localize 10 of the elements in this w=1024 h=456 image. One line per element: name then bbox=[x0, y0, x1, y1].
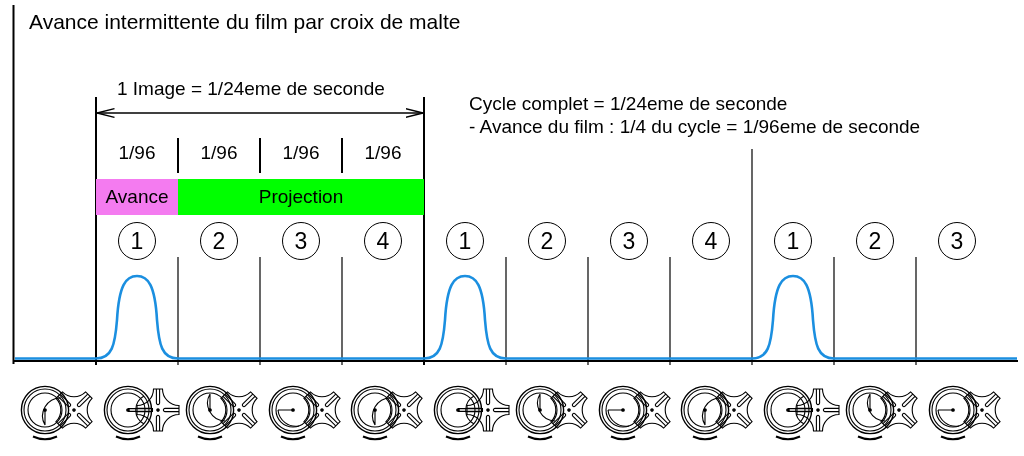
duration-label: 1/96 bbox=[282, 142, 320, 164]
projection-phase-bar: Projection bbox=[178, 179, 424, 215]
duration-label: 1/96 bbox=[200, 142, 238, 164]
duration-label: 1/96 bbox=[364, 142, 402, 164]
advance-phase-bar: Avance bbox=[96, 179, 178, 215]
note-text: - Avance du film : 1/4 du cycle = 1/96eme de seconde bbox=[469, 116, 921, 138]
note-text: Cycle complet = 1/24eme de seconde bbox=[469, 93, 788, 115]
dimension-label: 1 Image = 1/24eme de seconde bbox=[117, 78, 385, 100]
duration-label: 1/96 bbox=[118, 142, 156, 164]
diagram-title: Avance intermittente du film par croix de malte bbox=[29, 10, 461, 35]
